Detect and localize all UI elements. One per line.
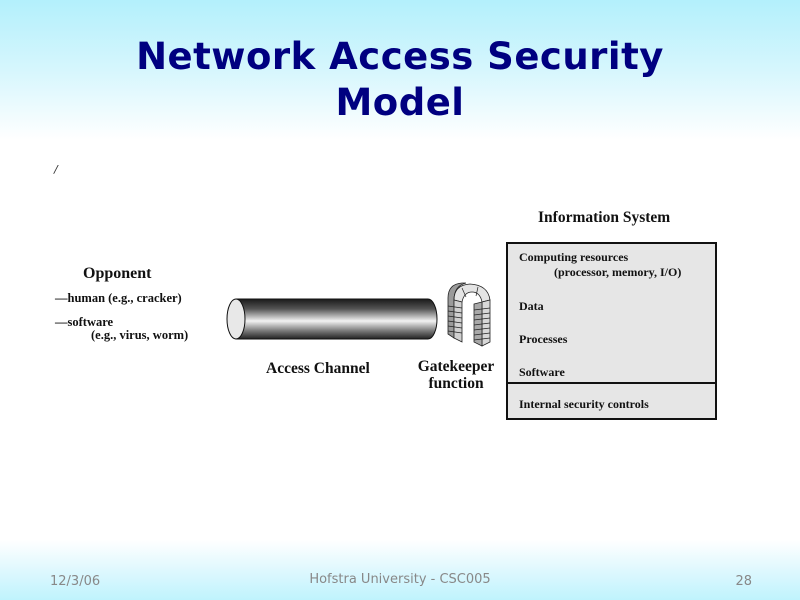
footer-page-number: 28 <box>735 574 752 589</box>
title-line-1: Network Access Security <box>136 35 664 78</box>
slide-title: Network Access Security Model <box>0 34 800 126</box>
is-divider <box>508 382 715 384</box>
opponent-title: Opponent <box>83 265 152 282</box>
is-item-processes: Processes <box>519 332 568 346</box>
opponent-item-human: —human (e.g., cracker) <box>55 291 182 305</box>
opponent-item-software-examples: (e.g., virus, worm) <box>91 328 189 342</box>
is-item-data: Data <box>519 299 544 313</box>
is-item-computing-detail: (processor, memory, I/O) <box>554 265 682 279</box>
footer-center-text: Hofstra University - CSC005 <box>309 572 491 587</box>
information-system-title: Information System <box>538 209 671 226</box>
footer-gradient <box>0 540 800 600</box>
title-line-2: Model <box>335 81 465 124</box>
access-channel-label: Access Channel <box>266 360 370 377</box>
stray-mark: / <box>54 163 58 176</box>
is-item-computing-resources: Computing resources <box>519 250 629 264</box>
pipe-body <box>235 298 438 340</box>
gatekeeper-label: Gatekeeper function <box>408 358 504 392</box>
gatekeeper-label-line-2: function <box>428 375 484 392</box>
footer-date: 12/3/06 <box>50 574 101 589</box>
header-gradient <box>0 0 800 140</box>
is-item-internal-controls: Internal security controls <box>519 397 649 411</box>
opponent-item-software: —software <box>55 315 114 329</box>
gatekeeper-label-line-1: Gatekeeper <box>417 358 495 375</box>
pipe-end <box>226 298 246 340</box>
information-system-box: Computing resources (processor, memory, … <box>506 242 717 420</box>
gatekeeper-icon <box>447 282 491 347</box>
is-item-software: Software <box>519 365 565 379</box>
access-channel-cylinder <box>226 298 438 340</box>
